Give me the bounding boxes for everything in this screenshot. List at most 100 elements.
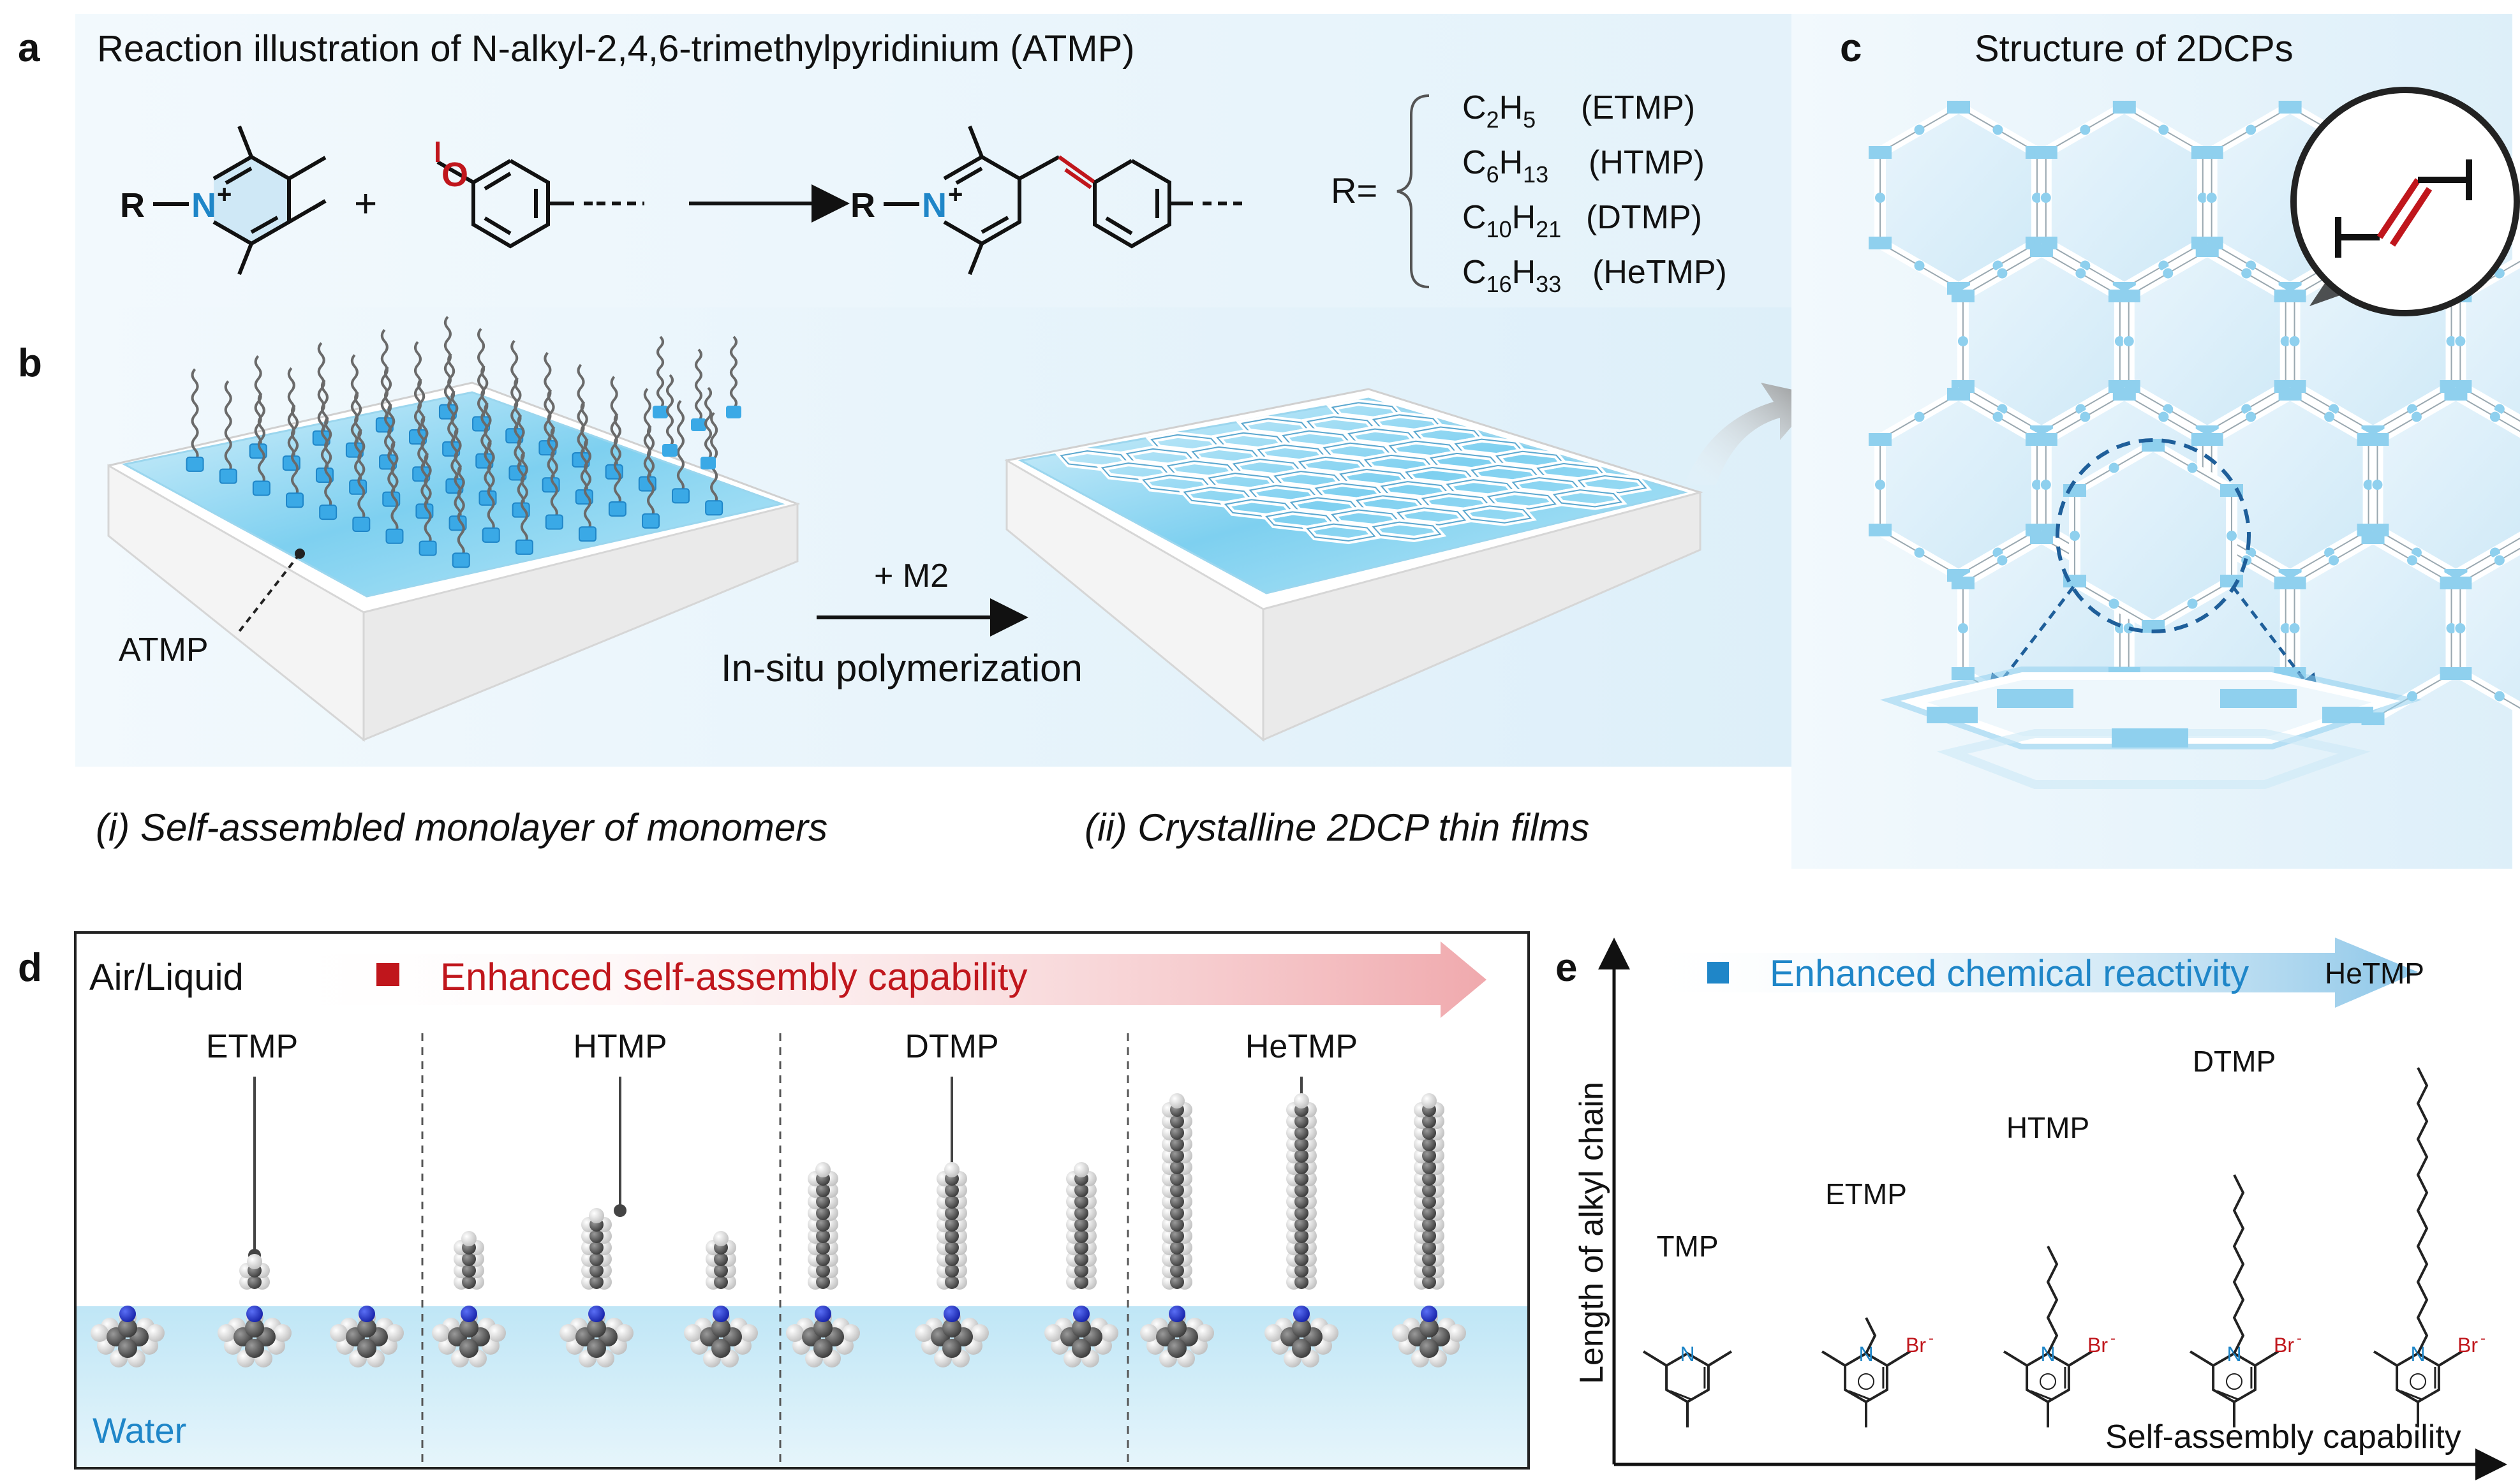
pyridinium-head <box>515 539 533 555</box>
arrow-marker-blue <box>1707 962 1729 984</box>
methyl-bond <box>2373 1350 2398 1367</box>
atom-h <box>1101 1324 1118 1342</box>
atom-h <box>461 1231 477 1246</box>
atom-h <box>91 1324 108 1342</box>
atom-c <box>816 1206 830 1220</box>
network-linker <box>2280 336 2291 346</box>
network-node <box>2449 667 2472 680</box>
tilted-pore <box>1879 667 2422 789</box>
network-node <box>1951 577 1975 589</box>
network-linker <box>2187 462 2198 473</box>
ring-double-bond <box>1848 1390 1871 1401</box>
alkyl-chain <box>387 403 396 497</box>
atom-c <box>1422 1218 1436 1232</box>
e-y-label: Length of alkyl chain <box>1573 1082 1610 1384</box>
network-linker <box>2241 268 2252 279</box>
alkyl-chain <box>357 428 366 522</box>
atom-c <box>1294 1252 1308 1266</box>
pyridinium-head <box>319 505 337 520</box>
methyl-bond <box>2190 1350 2214 1367</box>
pyridinium-head <box>385 528 404 544</box>
atom-c <box>1294 1275 1308 1289</box>
atom-h <box>971 1324 989 1342</box>
alkyl-chain <box>514 377 522 471</box>
free-chain <box>730 335 737 409</box>
atom-c <box>589 1275 604 1289</box>
atom-c <box>942 1318 961 1337</box>
space-filling-models <box>91 1093 1466 1367</box>
pyridinium-head <box>286 492 304 508</box>
label-htmp-e: HTMP <box>2006 1111 2089 1144</box>
network-linker <box>1992 124 2003 135</box>
free-chain <box>656 335 664 409</box>
network-linker <box>2040 193 2051 203</box>
atom-n <box>1293 1306 1310 1322</box>
product-charge: + <box>948 181 963 209</box>
free-head <box>662 444 678 457</box>
atom-h <box>944 1162 960 1177</box>
atom-c <box>816 1275 830 1289</box>
alkyl-chain <box>320 379 329 473</box>
methyl-bond <box>1886 1350 1911 1367</box>
network-linker <box>2187 598 2198 609</box>
network-node <box>1951 290 1975 302</box>
network-node <box>1869 433 1892 446</box>
pyridinium-head <box>352 516 371 532</box>
atom-c <box>118 1318 137 1337</box>
atom-c <box>248 1275 262 1289</box>
network-linker <box>1875 480 1886 490</box>
atom-h <box>1264 1324 1282 1342</box>
panel-letter-b: b <box>18 341 42 385</box>
network-linker <box>2158 411 2169 422</box>
atom-c <box>711 1339 730 1358</box>
atom-h <box>1294 1093 1309 1109</box>
alkyl-chain <box>520 451 528 545</box>
atom-c <box>1167 1339 1187 1358</box>
atom-c <box>459 1339 478 1358</box>
atom-c <box>816 1241 830 1255</box>
network-node <box>1947 101 1970 114</box>
network-linker <box>2289 336 2300 346</box>
atom-c <box>1170 1183 1184 1197</box>
free-chain <box>704 387 712 461</box>
atom-c <box>1074 1206 1088 1220</box>
zoom-arrow <box>1684 383 1818 485</box>
free-head <box>653 406 668 418</box>
alkyl-chain-line <box>2046 1246 2059 1354</box>
network-linker <box>2123 336 2134 346</box>
atom-c <box>1292 1339 1311 1358</box>
aldehyde-o-atom: O <box>441 156 468 194</box>
network-linker <box>1914 124 1925 135</box>
network-node <box>2112 101 2136 114</box>
network-linker <box>2289 623 2300 633</box>
pyridinium-head <box>578 526 597 542</box>
methyl-bond <box>1707 1350 1732 1367</box>
panel-c: c Structure of 2DCPs <box>1791 14 2520 869</box>
ring-double-bond <box>2216 1390 2239 1401</box>
atom-c <box>813 1318 833 1337</box>
atom-c <box>459 1318 478 1337</box>
atom-n <box>359 1306 375 1322</box>
network-linker <box>2246 124 2257 135</box>
atom-n <box>1421 1306 1437 1322</box>
atom-c <box>945 1229 959 1243</box>
atom-n <box>588 1306 605 1322</box>
svg-text:C6H13: C6H13 <box>1462 144 1548 188</box>
arrow-marker-red <box>376 963 399 986</box>
atom-c <box>945 1183 959 1197</box>
film-honeycomb <box>1055 399 1652 545</box>
atom-c <box>1074 1252 1088 1266</box>
pyridinium-head <box>252 480 271 496</box>
network-linker <box>2446 336 2457 346</box>
alkyl-chain <box>580 401 588 495</box>
network-linker <box>1957 623 1968 633</box>
network-node <box>2029 531 2053 544</box>
atom-h <box>432 1324 450 1342</box>
atmp-leader-dot <box>295 549 305 559</box>
label-tmp-e: TMP <box>1656 1230 1718 1263</box>
atom-c <box>1422 1264 1436 1278</box>
self-assembly-arrow <box>250 941 1486 1018</box>
free-chain <box>695 348 702 422</box>
ring-n-atom: N <box>1680 1343 1694 1366</box>
atom-c <box>945 1218 959 1232</box>
